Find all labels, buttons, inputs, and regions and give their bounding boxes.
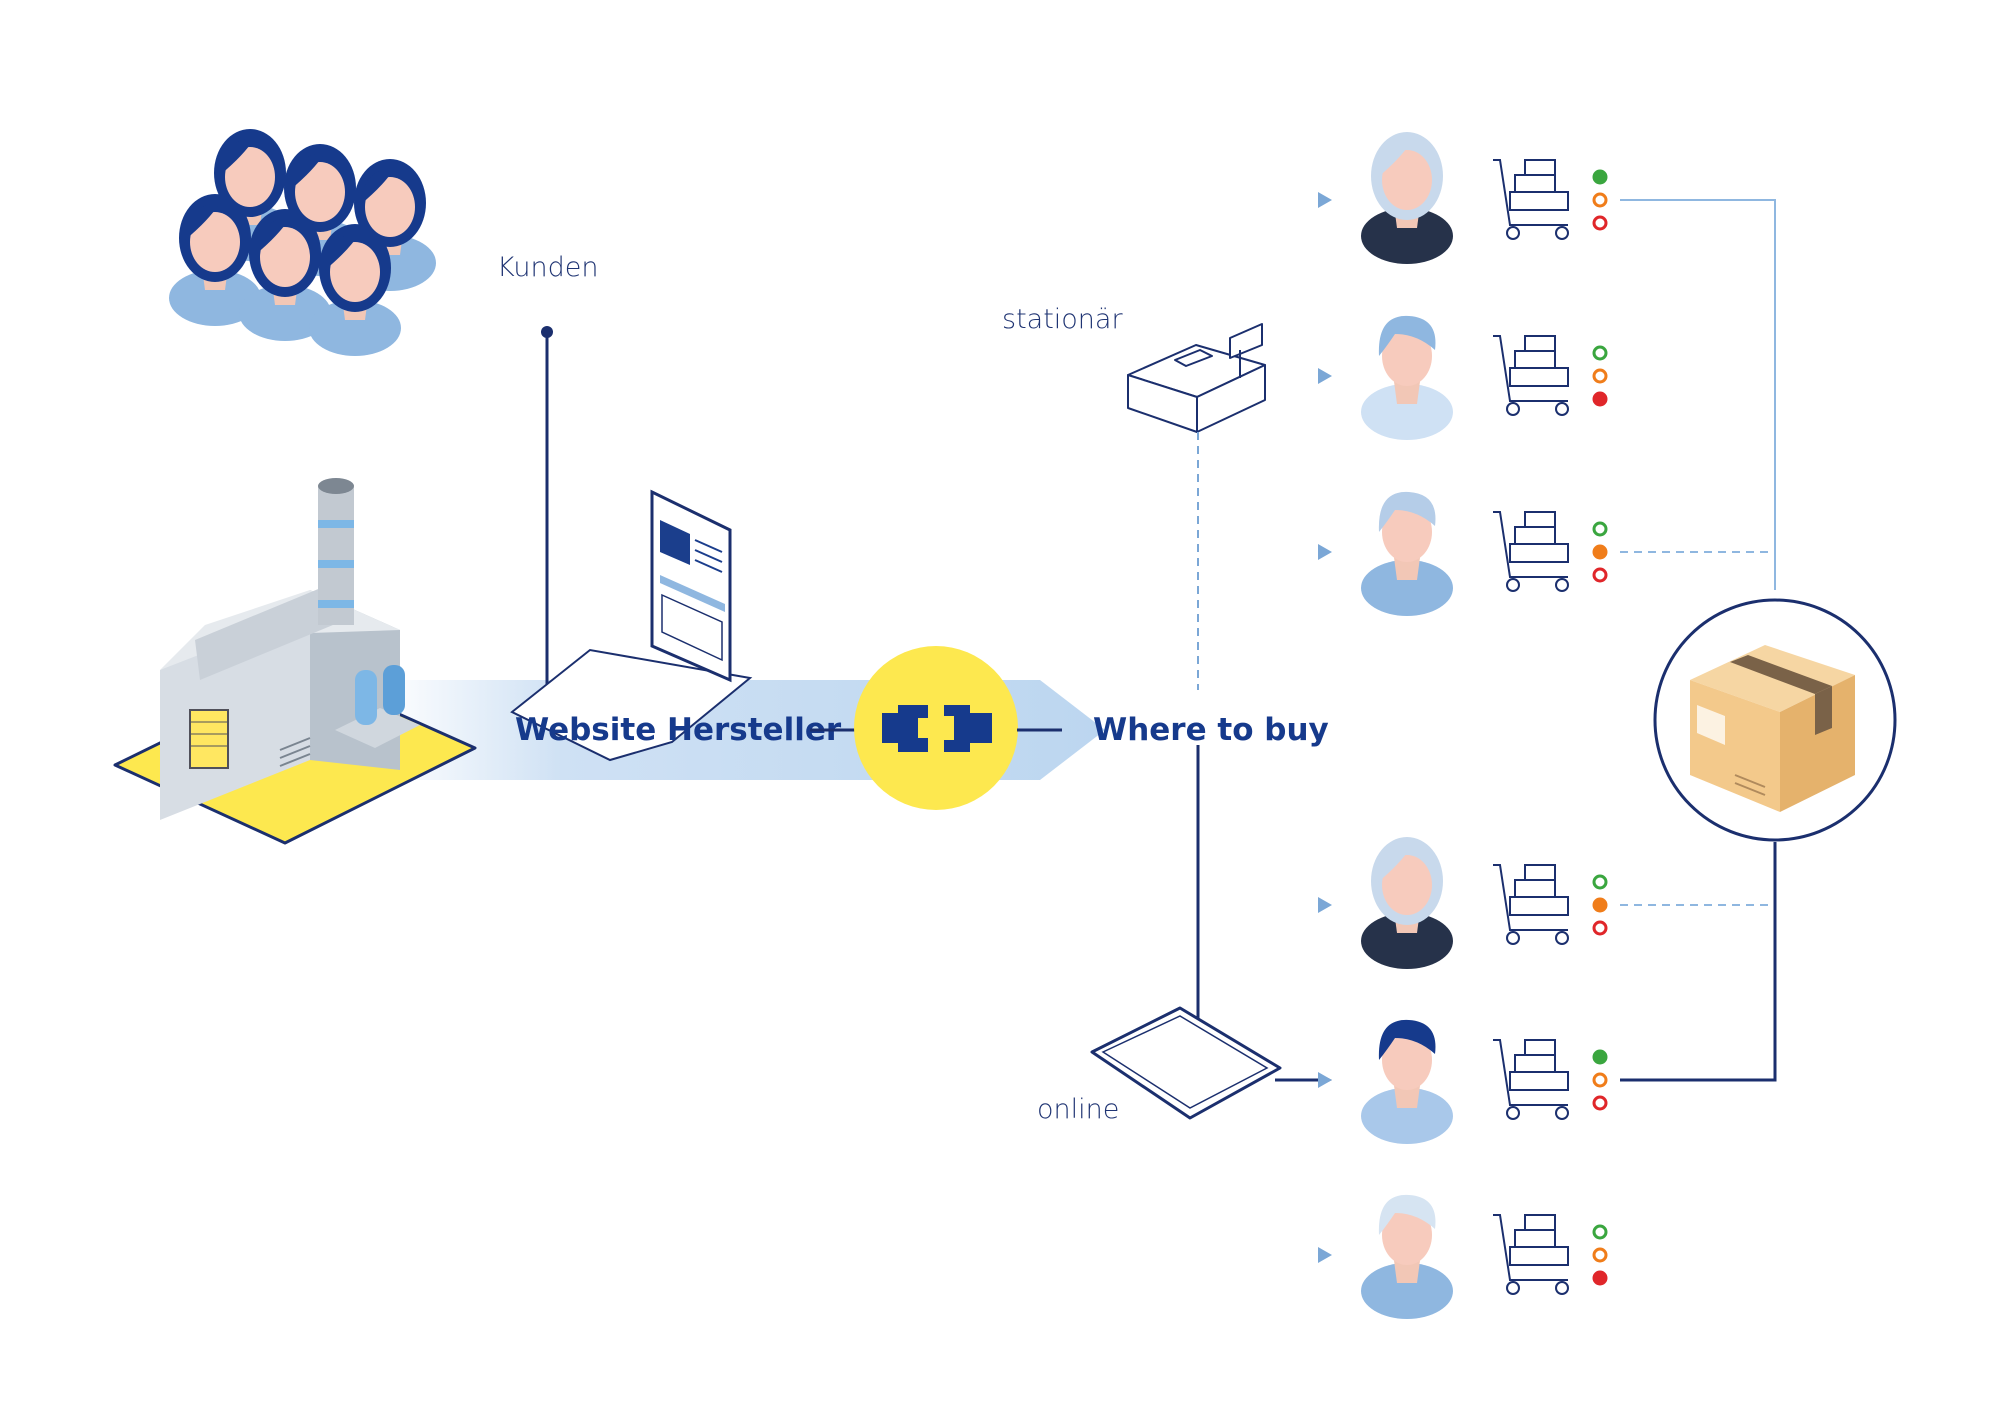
retailer-row bbox=[1318, 1194, 1608, 1319]
shopping-cart-icon bbox=[1493, 864, 1569, 945]
retailer-row bbox=[1318, 132, 1608, 264]
shopping-cart-icon bbox=[1493, 1039, 1569, 1120]
stock-status-dot bbox=[1592, 391, 1608, 407]
parcel-box-icon bbox=[1653, 598, 1897, 842]
where-to-buy-label: Where to buy bbox=[1093, 712, 1329, 748]
stationary-label: stationär bbox=[1002, 304, 1123, 335]
customer-avatar-icon bbox=[1361, 132, 1453, 264]
row-arrow-icon bbox=[1318, 192, 1332, 208]
stock-status-dot bbox=[1592, 169, 1608, 185]
retailer-rows bbox=[1318, 132, 1608, 1319]
crowd-person-icon bbox=[309, 224, 401, 356]
row-arrow-icon bbox=[1318, 1247, 1332, 1263]
row-arrow-icon bbox=[1318, 897, 1332, 913]
row-arrow-icon bbox=[1318, 544, 1332, 560]
customer-avatar-icon bbox=[1361, 315, 1453, 440]
stock-status-dot bbox=[1592, 567, 1608, 583]
stock-status-dot bbox=[1592, 1095, 1608, 1111]
stock-status-dot bbox=[1592, 215, 1608, 231]
stock-status-dot bbox=[1592, 544, 1608, 560]
stock-status-dot bbox=[1592, 521, 1608, 537]
customer-crowd-icon bbox=[169, 129, 436, 356]
stock-status-dot bbox=[1592, 1247, 1608, 1263]
stock-status-dot bbox=[1592, 1224, 1608, 1240]
factory-icon bbox=[113, 478, 477, 845]
customer-avatar-icon bbox=[1361, 1194, 1453, 1319]
manufacturer-website-label: Website Hersteller bbox=[515, 712, 842, 748]
stock-status-dot bbox=[1592, 192, 1608, 208]
retailer-5-to-parcel-line bbox=[1620, 842, 1777, 1082]
stock-status-dot bbox=[1592, 1270, 1608, 1286]
customers-connector-dot bbox=[541, 326, 553, 338]
laptop-icon bbox=[510, 489, 753, 762]
stock-status-dot bbox=[1592, 1072, 1608, 1088]
retailer-row bbox=[1318, 491, 1608, 616]
stock-status-dot bbox=[1592, 874, 1608, 890]
crowd-person-icon bbox=[239, 209, 331, 341]
row-arrow-icon bbox=[1318, 368, 1332, 384]
stock-status-dot bbox=[1592, 1049, 1608, 1065]
shopping-cart-icon bbox=[1493, 335, 1569, 416]
stock-status-dot bbox=[1592, 345, 1608, 361]
tablet-icon bbox=[1090, 1006, 1282, 1120]
plug-connector-icon bbox=[854, 646, 1018, 810]
stock-status-dot bbox=[1592, 368, 1608, 384]
crowd-person-icon bbox=[169, 194, 261, 326]
online-label: online bbox=[1037, 1094, 1119, 1125]
customer-avatar-icon bbox=[1361, 1019, 1453, 1144]
customer-avatar-icon bbox=[1361, 837, 1453, 969]
customers-label: Kunden bbox=[497, 252, 598, 283]
shopping-cart-icon bbox=[1493, 159, 1569, 240]
stock-status-dot bbox=[1592, 920, 1608, 936]
customer-avatar-icon bbox=[1361, 491, 1453, 616]
shopping-cart-icon bbox=[1493, 511, 1569, 592]
retailer-row bbox=[1318, 315, 1608, 440]
stock-status-dot bbox=[1592, 897, 1608, 913]
cash-register-icon bbox=[1127, 323, 1266, 433]
row-arrow-icon bbox=[1318, 1072, 1332, 1088]
retailer-row bbox=[1318, 837, 1608, 969]
retailer-1-to-parcel-line bbox=[1620, 199, 1776, 590]
retailer-row bbox=[1318, 1019, 1608, 1144]
shopping-cart-icon bbox=[1493, 1214, 1569, 1295]
